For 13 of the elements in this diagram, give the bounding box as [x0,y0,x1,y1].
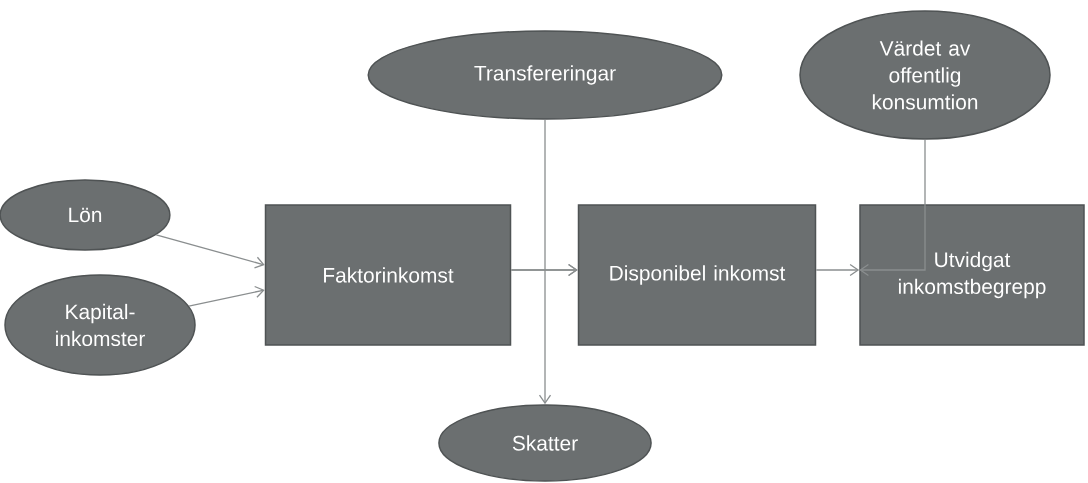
process-box: Disponibel inkomst [577,204,817,346]
arrow [510,269,552,405]
arrow [188,285,265,307]
ellipse-node: Kapital- inkomster [4,274,196,376]
arrow [815,263,860,277]
ellipse-node: Värdet av offentlig konsumtion [799,10,1051,140]
arrow [544,119,578,277]
ellipse-node: Transfereringar [367,30,723,120]
arrow [155,234,265,269]
process-box: Faktorinkomst [264,204,512,346]
ellipse-node: Skatter [438,404,652,482]
process-box: Utvidgat inkomstbegrepp [859,204,1085,346]
arrow [859,139,926,277]
